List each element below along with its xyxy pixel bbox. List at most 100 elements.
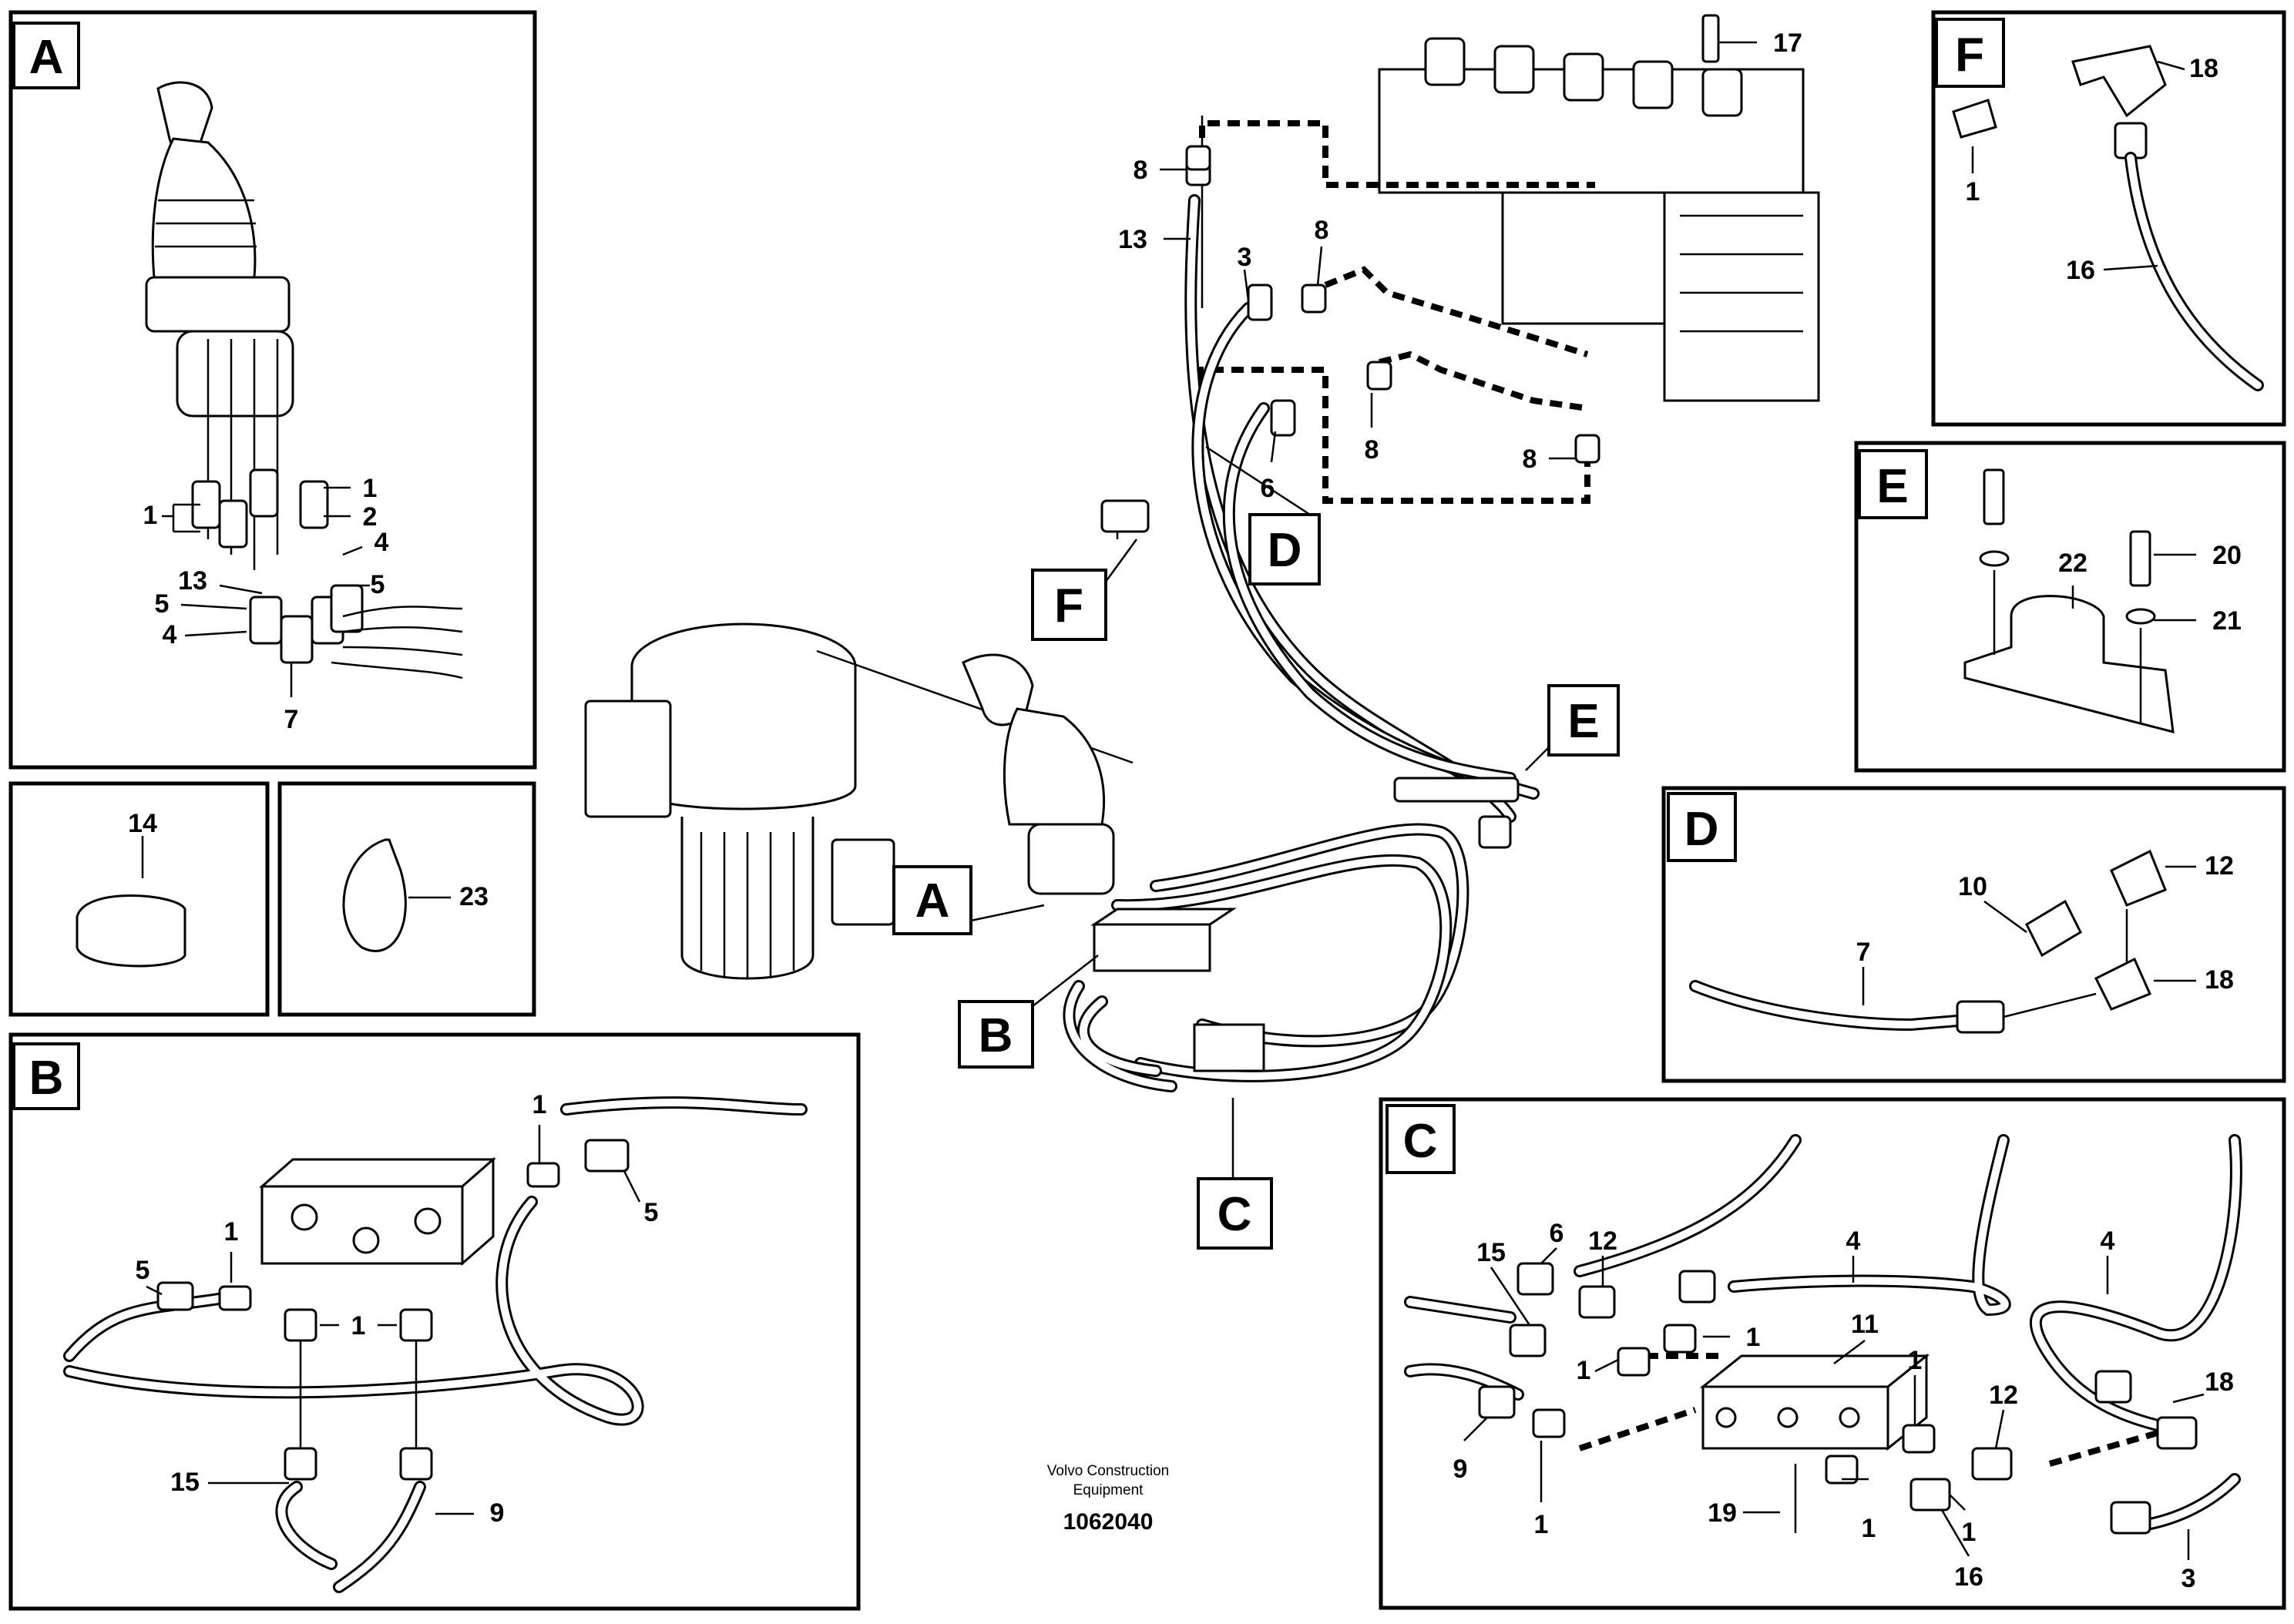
cable-tie-panel: 23 bbox=[277, 781, 536, 1017]
detail-panel-e: E 22 20 21 bbox=[1854, 441, 2286, 773]
callout-c-1-lower-right: 1 bbox=[1962, 1518, 1977, 1547]
callout-c-15: 15 bbox=[1476, 1238, 1506, 1267]
callout-c-1-bottom-left: 1 bbox=[1534, 1510, 1549, 1539]
callout-f-1: 1 bbox=[1966, 177, 1980, 206]
detail-tag-b-main-box bbox=[958, 1000, 1034, 1069]
detail-panel-d: D 12 10 7 18 bbox=[1661, 786, 2286, 1083]
callout-a-4-left: 4 bbox=[163, 620, 177, 649]
callout-c-12-low: 12 bbox=[1989, 1381, 2018, 1410]
callout-c-18: 18 bbox=[2205, 1367, 2234, 1397]
callout-a-7: 7 bbox=[284, 705, 299, 734]
callout-b-5-left: 5 bbox=[136, 1256, 150, 1285]
callout-main-3: 3 bbox=[1238, 243, 1252, 272]
fitting-hose-d-illustration bbox=[1689, 849, 2167, 1034]
hose-clip-panel: 14 bbox=[8, 781, 270, 1017]
detail-tag-e-main-box bbox=[1547, 684, 1620, 757]
hose-clamp-bracket-illustration bbox=[1963, 468, 2175, 734]
callout-main-8-right: 8 bbox=[1523, 445, 1537, 474]
detail-tag-f-main: F bbox=[1054, 579, 1083, 632]
brand-line-1: Volvo Construction bbox=[1047, 1463, 1169, 1479]
detail-tag-c: C bbox=[1403, 1115, 1438, 1168]
callout-b-5-right: 5 bbox=[644, 1198, 659, 1227]
callout-main-6: 6 bbox=[1261, 474, 1275, 503]
leader-to-f bbox=[1104, 539, 1138, 582]
detail-tag-c-main: C bbox=[1218, 1188, 1252, 1241]
leader-to-b bbox=[1028, 955, 1099, 1010]
fitting-hose-f-illustration bbox=[1952, 45, 2264, 391]
control-valve-illustration bbox=[1378, 14, 1820, 402]
detail-tag-e-box bbox=[1858, 449, 1928, 519]
callout-a-13: 13 bbox=[178, 566, 207, 596]
callout-b-1-left: 1 bbox=[224, 1217, 239, 1247]
callout-c-12-top: 12 bbox=[1588, 1226, 1617, 1256]
callout-cable-tie-23: 23 bbox=[459, 882, 489, 911]
manifold-block-c-illustration bbox=[1699, 1353, 1930, 1451]
callout-c-9: 9 bbox=[1453, 1455, 1468, 1484]
detail-panel-a: A 1 1 2 4 13 5 5 bbox=[8, 10, 537, 770]
leader-to-d bbox=[1205, 445, 1311, 516]
joystick-illustration bbox=[145, 81, 463, 679]
detail-tag-c-box bbox=[1385, 1104, 1456, 1174]
callout-f-18: 18 bbox=[2189, 54, 2218, 83]
pilot-line-dashed-3 bbox=[1199, 367, 1590, 504]
hose-clip-illustration bbox=[76, 894, 186, 968]
callout-a-1-left: 1 bbox=[143, 501, 158, 530]
leader-to-a bbox=[970, 904, 1045, 922]
detail-tag-a: A bbox=[29, 31, 64, 84]
callout-main-13: 13 bbox=[1118, 225, 1147, 254]
detail-tag-d-main: D bbox=[1268, 524, 1302, 577]
detail-tag-d-main-box bbox=[1248, 513, 1321, 586]
callout-c-6: 6 bbox=[1550, 1219, 1564, 1248]
callout-e-20: 20 bbox=[2212, 541, 2242, 570]
detail-tag-a-main: A bbox=[915, 874, 950, 928]
footer: Volvo Construction Equipment 1062040 bbox=[1047, 1463, 1169, 1535]
callout-c-4-left: 4 bbox=[1846, 1226, 1861, 1256]
detail-tag-f-box bbox=[1935, 18, 2005, 88]
callout-main-8-low: 8 bbox=[1365, 435, 1379, 465]
detail-panel-c: C bbox=[1379, 1097, 2286, 1610]
pilot-line-dashed-4 bbox=[1379, 351, 1588, 411]
callout-c-4-right: 4 bbox=[2101, 1226, 2115, 1256]
callout-f-16: 16 bbox=[2066, 256, 2095, 285]
detail-tag-f: F bbox=[1955, 29, 1984, 82]
callout-e-21: 21 bbox=[2212, 606, 2242, 636]
callout-e-22: 22 bbox=[2058, 549, 2087, 578]
swing-motor-illustration bbox=[584, 622, 895, 980]
callout-c-16: 16 bbox=[1954, 1562, 1983, 1592]
callout-main-8-top: 8 bbox=[1134, 156, 1148, 185]
manifold-block-b-illustration bbox=[259, 1156, 496, 1267]
callout-d-10: 10 bbox=[1958, 872, 1987, 901]
callout-c-1-right: 1 bbox=[1746, 1323, 1761, 1352]
detail-tag-c-main-box bbox=[1197, 1177, 1273, 1250]
detail-tag-b-box bbox=[12, 1042, 80, 1110]
detail-panel-b: B bbox=[8, 1032, 861, 1611]
callout-c-1-bottom: 1 bbox=[1862, 1514, 1876, 1543]
callout-d-12: 12 bbox=[2205, 851, 2234, 881]
callout-c-3: 3 bbox=[2181, 1564, 2196, 1593]
detail-tag-b-main: B bbox=[979, 1009, 1013, 1062]
detail-tag-d-box bbox=[1667, 792, 1737, 862]
callout-b-1-mid: 1 bbox=[351, 1311, 366, 1340]
hose-bundle-illustration bbox=[816, 116, 1600, 1092]
detail-tag-f-main-box bbox=[1031, 569, 1107, 641]
callout-a-2: 2 bbox=[363, 502, 378, 532]
callout-b-9: 9 bbox=[490, 1498, 505, 1528]
callout-main-8-mid: 8 bbox=[1315, 216, 1329, 245]
central-assembly: A B C D E F 17 8 13 3 8 8 6 8 bbox=[584, 14, 1820, 1250]
detail-panel-f: F 18 1 16 bbox=[1931, 10, 2286, 427]
detail-tag-b: B bbox=[29, 1052, 64, 1105]
callout-a-5-left: 5 bbox=[155, 589, 170, 619]
callout-main-17: 17 bbox=[1773, 29, 1802, 58]
callout-a-5-right: 5 bbox=[371, 570, 385, 599]
callout-d-7: 7 bbox=[1856, 938, 1871, 967]
detail-tag-a-main-box bbox=[892, 865, 972, 935]
callout-c-11: 11 bbox=[1851, 1310, 1879, 1339]
brand-line-2: Equipment bbox=[1073, 1482, 1144, 1498]
callout-hose-clip-14: 14 bbox=[128, 809, 157, 838]
callout-c-1-upper: 1 bbox=[1908, 1346, 1923, 1375]
callout-c-19: 19 bbox=[1708, 1498, 1737, 1528]
detail-tag-a-box bbox=[12, 22, 80, 89]
detail-tag-e-main: E bbox=[1567, 695, 1599, 748]
